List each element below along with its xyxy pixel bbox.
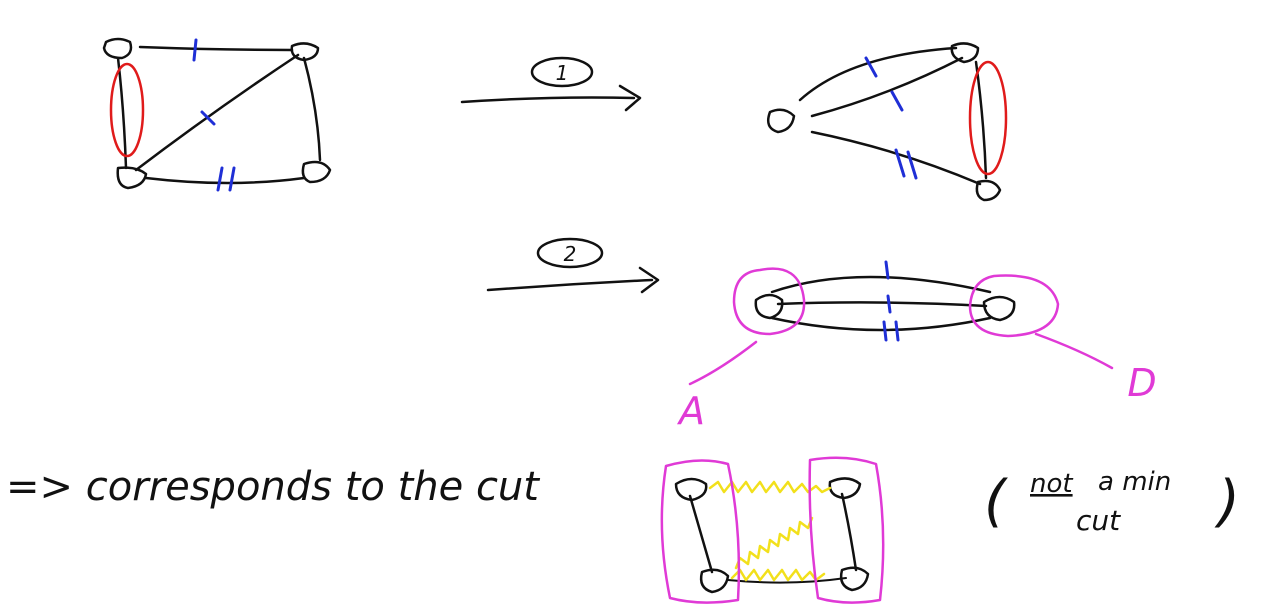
s2-tick-top	[884, 260, 890, 280]
cut-edge-left	[688, 494, 714, 574]
contraction-ring-right	[968, 60, 1008, 176]
note-word-cut: cut	[1076, 504, 1121, 537]
s2-node-left	[754, 293, 784, 320]
s2-edge-bottom	[770, 316, 992, 332]
s1-tick-upper	[864, 56, 878, 78]
edge-diagonal	[134, 53, 300, 172]
s1-node-left	[767, 108, 796, 134]
note-open-paren: (	[984, 469, 1008, 534]
graph-step1	[767, 42, 1008, 202]
s2-node-right	[982, 295, 1016, 322]
s2-tick-bottom-2	[894, 320, 900, 342]
edge-weight-ticks	[192, 38, 236, 192]
conclusion-text: => corresponds to the cut	[6, 464, 540, 510]
s1-node-top	[950, 42, 980, 64]
cut-node-top-right	[828, 477, 862, 500]
s2-weight-ticks	[882, 260, 900, 342]
node-bottom-left	[116, 166, 148, 190]
step1-arrow: 1	[460, 56, 642, 112]
s2-tick-bottom-1	[882, 320, 888, 342]
step2-arrow: 2	[486, 237, 660, 294]
arrow2-shaft	[486, 278, 654, 292]
step2-circle	[536, 237, 604, 269]
pointer-a	[688, 340, 758, 386]
side-note: ( not a min cut )	[984, 467, 1240, 537]
cut-crossing-top	[708, 480, 832, 494]
s1-tick-lower-2	[906, 150, 918, 180]
tick-top	[192, 38, 198, 62]
note-word-not: not	[1030, 469, 1073, 499]
s1-node-bottom	[975, 179, 1002, 202]
partition-left	[660, 459, 741, 604]
graph-step2: A D	[676, 260, 1157, 433]
tick-diagonal	[200, 110, 216, 126]
tick-bottom-2	[228, 166, 236, 192]
contraction-ring-left	[109, 62, 145, 158]
pointer-d	[1034, 332, 1114, 370]
tick-bottom-1	[216, 166, 224, 192]
cut-node-top-left	[674, 477, 708, 502]
supernode-d-label: D	[1127, 361, 1156, 405]
note-close-paren: )	[1214, 469, 1240, 534]
step1-label: 1	[556, 61, 569, 85]
s2-tick-middle	[886, 294, 892, 314]
supernode-a-label: A	[676, 389, 705, 433]
s1-weight-ticks	[864, 56, 918, 180]
cut-crossing-diagonal	[734, 516, 814, 570]
step2-label: 2	[564, 242, 577, 266]
cut-edge-bottom-base	[727, 577, 847, 584]
node-top-right	[290, 42, 320, 62]
step1-circle	[530, 56, 594, 88]
s2-edge-top	[770, 275, 992, 294]
cut-crossing-bottom	[730, 568, 826, 582]
note-word-a-min: a min	[1098, 467, 1171, 497]
edge-right	[302, 56, 322, 162]
cut-node-bottom-right	[839, 566, 870, 592]
node-bottom-right	[301, 160, 332, 184]
edge-bottom	[144, 176, 306, 185]
edge-top	[138, 45, 294, 52]
original-graph	[102, 37, 332, 192]
cut-node-bottom-left	[699, 568, 730, 594]
partition-right	[808, 456, 885, 604]
cut-graph	[660, 456, 885, 604]
s1-edge-middle	[810, 56, 964, 118]
s2-edge-middle	[776, 301, 988, 308]
supernode-d-ring	[968, 274, 1060, 338]
s1-tick-lower-1	[894, 148, 906, 178]
arrow2-head	[638, 266, 660, 294]
supernode-a-ring	[732, 267, 806, 336]
s1-edge-upper	[798, 46, 958, 102]
s1-tick-middle	[890, 90, 904, 112]
arrow1-head	[618, 84, 642, 112]
s1-edge-lower	[810, 130, 982, 186]
node-top-left	[102, 37, 133, 60]
cut-edge-right	[840, 492, 858, 572]
arrow1-shaft	[460, 96, 636, 104]
conclusion: => corresponds to the cut ( not a min cu…	[6, 456, 1240, 604]
